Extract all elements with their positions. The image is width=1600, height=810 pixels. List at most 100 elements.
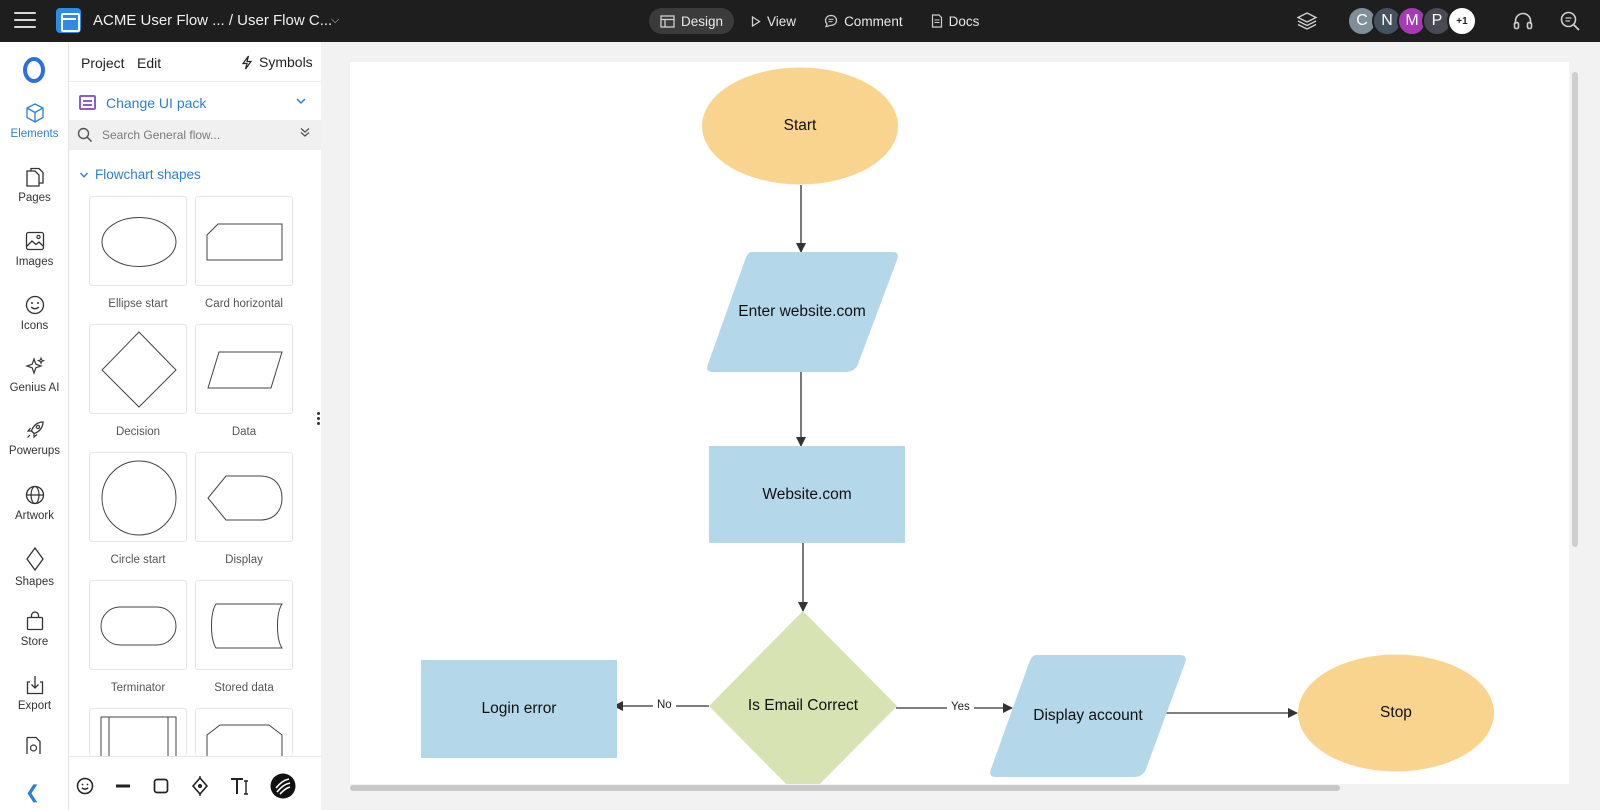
node-stop[interactable]: Stop — [1297, 654, 1495, 772]
rail-label: Export — [17, 700, 52, 712]
node-display-account[interactable]: Display account — [988, 655, 1188, 777]
stored-data-shape-icon — [211, 603, 283, 649]
rectangle-tool-icon[interactable] — [150, 775, 172, 797]
node-enter-website[interactable]: Enter website.com — [705, 252, 899, 372]
search-comments-icon[interactable] — [1559, 10, 1581, 32]
rocket-icon — [26, 421, 44, 439]
shape-stored-data[interactable] — [195, 580, 293, 670]
horizontal-scrollbar[interactable] — [350, 785, 1340, 791]
layers-icon[interactable] — [1296, 10, 1318, 32]
more-collaborators-badge[interactable]: +1 — [1447, 6, 1477, 36]
docs-mode-label: Docs — [948, 13, 980, 29]
shape-circle-start[interactable] — [89, 452, 187, 542]
shape-predefined-process[interactable] — [89, 708, 187, 757]
smiley-icon — [25, 295, 44, 315]
diamond-shape-icon — [101, 331, 177, 408]
left-rail: Elements Pages Images Icons Genius AI Po… — [0, 42, 69, 810]
line-tool-icon[interactable] — [112, 775, 134, 797]
panel-resize-handle[interactable] — [317, 412, 321, 428]
symbols-label: Symbols — [259, 54, 313, 70]
comment-mode-button[interactable]: Comment — [813, 8, 914, 34]
text-tool-icon[interactable] — [229, 775, 253, 797]
draw-tool-icon[interactable] — [270, 773, 296, 799]
sparkle-icon — [24, 356, 45, 375]
shape-label: Terminator — [110, 682, 166, 694]
rail-label: Pages — [18, 192, 51, 204]
change-ui-pack-dropdown[interactable]: Change UI pack — [77, 92, 313, 114]
node-label: Is Email Correct — [747, 697, 859, 714]
search-icon — [77, 127, 93, 143]
node-label: Login error — [481, 700, 557, 717]
card-shape-icon — [206, 223, 283, 261]
rail-label: Icons — [20, 320, 49, 332]
rail-label: Store — [20, 636, 49, 648]
comment-mode-label: Comment — [844, 13, 903, 29]
display-shape-icon — [207, 475, 283, 521]
app-logo-icon[interactable] — [56, 8, 81, 33]
diagram-canvas[interactable]: Start Enter website.com Website.com Is E… — [350, 62, 1569, 784]
shape-label: Display — [225, 554, 263, 566]
menu-icon[interactable] — [14, 12, 36, 30]
rail-item-images[interactable]: Images — [0, 230, 69, 268]
rail-label: Elements — [10, 128, 59, 140]
image-icon — [25, 231, 44, 251]
rail-label: Artwork — [15, 510, 54, 522]
node-decision[interactable]: Is Email Correct — [709, 611, 897, 784]
shape-data[interactable] — [195, 324, 293, 414]
brand-logo-icon[interactable] — [21, 57, 47, 83]
symbols-button[interactable]: Symbols — [241, 54, 313, 70]
docs-mode-button[interactable]: Docs — [920, 8, 991, 34]
mode-switcher: Design View Comment Docs — [649, 8, 990, 34]
rail-label: Genius AI — [9, 382, 60, 394]
view-mode-button[interactable]: View — [740, 8, 807, 34]
play-icon — [751, 15, 761, 27]
document-title[interactable]: ACME User Flow ... / User Flow C... — [93, 12, 333, 29]
emoji-tool-icon[interactable] — [74, 775, 96, 797]
rail-item-powerups[interactable]: Powerups — [0, 419, 69, 457]
rail-item-pages[interactable]: Pages — [0, 166, 69, 204]
diamond-icon — [25, 546, 44, 572]
shape-ellipse-start[interactable] — [89, 196, 187, 286]
rail-item-elements[interactable]: Elements — [0, 102, 69, 140]
shape-display[interactable] — [195, 452, 293, 542]
chevron-down-icon — [79, 172, 89, 178]
tab-project[interactable]: Project — [81, 55, 125, 71]
shape-manual-loop[interactable] — [195, 708, 293, 757]
pages-icon — [25, 167, 44, 187]
edge-label-no: No — [653, 699, 676, 711]
pen-tool-icon[interactable] — [189, 775, 211, 797]
document-settings-icon[interactable] — [23, 736, 45, 754]
top-bar: ACME User Flow ... / User Flow C... ⌵ De… — [0, 0, 1600, 42]
view-mode-label: View — [767, 13, 797, 29]
rail-item-artwork[interactable]: Artwork — [0, 484, 69, 522]
comment-icon — [824, 14, 838, 28]
flowchart-shapes-section-toggle[interactable]: Flowchart shapes — [79, 167, 201, 182]
elements-panel: Project Edit Symbols Change UI pack Flow… — [69, 42, 321, 810]
shape-decision[interactable] — [89, 324, 187, 414]
shape-card-horizontal[interactable] — [195, 196, 293, 286]
node-start[interactable]: Start — [701, 67, 899, 185]
section-title: Flowchart shapes — [95, 167, 201, 182]
shape-label: Card horizontal — [205, 298, 283, 310]
rail-item-genius-ai[interactable]: Genius AI — [0, 356, 69, 394]
predefined-process-shape-icon — [100, 716, 177, 757]
design-mode-button[interactable]: Design — [649, 8, 735, 34]
rail-item-store[interactable]: Store — [0, 610, 69, 648]
node-label: Start — [783, 117, 817, 134]
node-login-error[interactable]: Login error — [421, 660, 617, 758]
rail-item-icons[interactable]: Icons — [0, 294, 69, 332]
rail-item-export[interactable]: Export — [0, 674, 69, 712]
vertical-scrollbar[interactable] — [1572, 72, 1578, 547]
collapse-rail-chevron-left-icon[interactable]: ❮ — [25, 782, 41, 802]
search-input[interactable] — [102, 126, 282, 144]
canvas-area: Start Enter website.com Website.com Is E… — [321, 42, 1600, 810]
shape-label: Decision — [115, 426, 161, 438]
expand-filter-icon[interactable] — [299, 126, 311, 138]
tab-edit[interactable]: Edit — [137, 55, 162, 71]
headset-icon[interactable] — [1512, 10, 1534, 32]
shape-label: Stored data — [214, 682, 274, 694]
rail-item-shapes[interactable]: Shapes — [0, 546, 69, 588]
chevron-down-icon[interactable]: ⌵ — [331, 14, 340, 26]
node-website[interactable]: Website.com — [709, 446, 905, 543]
shape-terminator[interactable] — [89, 580, 187, 670]
